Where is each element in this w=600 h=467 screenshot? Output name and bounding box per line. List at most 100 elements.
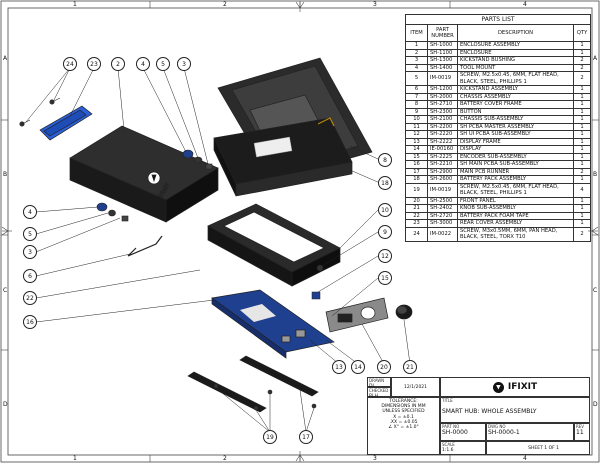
item-cell: 18 [405,175,428,184]
part-no: SH-0000 [442,428,468,436]
tolerance-block: TOLERANCE: DIMENSIONS IN MM UNLESS SPECI… [367,397,440,455]
description-cell: ENCLOSURE ASSEMBLY [457,41,574,50]
item-cell: 17 [405,167,428,176]
description-cell: DISPLAY [457,145,574,154]
description-cell: TOOL MOUNT [457,63,574,72]
part-number-cell: SH-2500 [427,196,458,205]
qty-cell: 2 [572,56,592,65]
part-number-cell: IM-0022 [427,226,458,242]
part-number-cell: SH-3000 [427,219,458,228]
item-cell: 8 [405,100,428,109]
drawing-date: 12/1/2021 [403,385,428,390]
description-cell: KICKSTAND BUSHING [457,56,574,65]
item-cell: 9 [405,107,428,116]
dwg-no-cell: DWG NO SH-0000-1 [486,423,574,441]
part-number-cell: SH-2210 [427,160,458,169]
callout-balloon: 17 [299,430,313,444]
kickstand [127,235,163,257]
callout-balloon: 8 [378,153,392,167]
row-label-b-right: B [593,171,598,178]
callout-balloon: 24 [63,57,77,71]
part-number-cell: SH-1400 [427,63,458,72]
qty-cell: 4 [572,182,592,198]
qty-cell: 2 [572,63,592,72]
description-cell: BATTERY PACK FOAM TAPE [457,211,574,220]
rev-label: REV [576,424,585,429]
description-cell: SH MAIN PCBA SUB-ASSEMBLY [457,160,574,169]
item-cell: 5 [405,71,428,86]
qty-cell: 1 [572,175,592,184]
description-cell: SH UI PCBA SUB-ASSEMBLY [457,130,574,139]
enclosure: IFIXIT [69,125,219,223]
part-no-label: PART NO [442,424,460,429]
drawn-by: DJ [369,383,374,389]
part-number-cell: SH-1100 [427,48,458,57]
main-pcb [211,289,335,359]
title-label: TITLE [442,398,453,403]
part-number-cell: IM-0019 [427,182,458,198]
part-number-cell: SH-1300 [427,56,458,65]
company-name: IFIXIT [507,381,538,392]
part-number-cell: SH-2000 [427,92,458,101]
qty-cell: 1 [572,145,592,154]
qty-cell: 1 [572,160,592,169]
item-cell: 12 [405,130,428,139]
tolerance-line-2: UNLESS SPECIFIED [382,409,425,415]
item-cell: 13 [405,137,428,146]
item-cell: 24 [405,226,428,242]
part-number-cell: SH-2900 [427,167,458,176]
description-cell: BUTTON [457,107,574,116]
tolerance-line-3: X = ±0.1 [393,414,414,420]
col-label-1-bottom: 1 [73,455,77,462]
rev-cell: REV 11 [574,423,590,441]
description-cell: FRONT PANEL [457,196,574,205]
col-label-3-bottom: 3 [373,455,377,462]
qty-cell: 2 [572,71,592,86]
parts-list-title: PARTS LIST [404,14,592,25]
row-label-a: A [3,55,8,62]
description-cell: KNOB SUB-ASSEMBLY [457,204,574,213]
qty-cell: 1 [572,204,592,213]
item-cell: 3 [405,56,428,65]
item-cell: 7 [405,92,428,101]
part-number-cell: SH-2402 [427,204,458,213]
col-label-1: 1 [73,1,77,8]
item-cell: 21 [405,204,428,213]
rev-number: 11 [576,428,584,436]
tolerance-line-5: ∠ X° = ±1.0° [388,424,419,430]
front-panel [325,297,389,333]
description-cell: MAIN PCB RUNNER [457,167,574,176]
description-cell: CHASSIS ASSEMBLY [457,92,574,101]
description-cell: ENCLOSURE [457,48,574,57]
col-label-4-bottom: 4 [523,455,527,462]
sheet-cell: SHEET 1 OF 1 [486,441,590,455]
qty-cell: 1 [572,107,592,116]
description-cell: SCREW, M3x0.5MM, 6MM, PAN HEAD, BLACK, S… [457,226,574,242]
dwg-no: SH-0000-1 [488,428,520,436]
description-cell: SH PCBA MASTER ASSEMBLY [457,122,574,131]
qty-cell: 1 [572,115,592,124]
description-cell: ENCODER SUB-ASSEMBLY [457,152,574,161]
row-label-d-right: D [593,401,598,408]
encoder-part [311,291,321,300]
part-number-cell: SH-2225 [427,152,458,161]
parts-list-table: PARTS LIST ITEM PART NUMBER DESCRIPTION … [404,14,592,242]
qty-cell: 1 [572,219,592,228]
callout-balloon: 10 [378,203,392,217]
qty-cell: 2 [572,226,592,242]
item-cell: 6 [405,85,428,94]
description-cell: SCREW, M2.5x0.45, 6MM, FLAT HEAD, BLACK,… [457,71,574,86]
item-cell: 2 [405,48,428,57]
tool-mount-parts [96,149,213,222]
col-label-4: 4 [523,1,527,8]
